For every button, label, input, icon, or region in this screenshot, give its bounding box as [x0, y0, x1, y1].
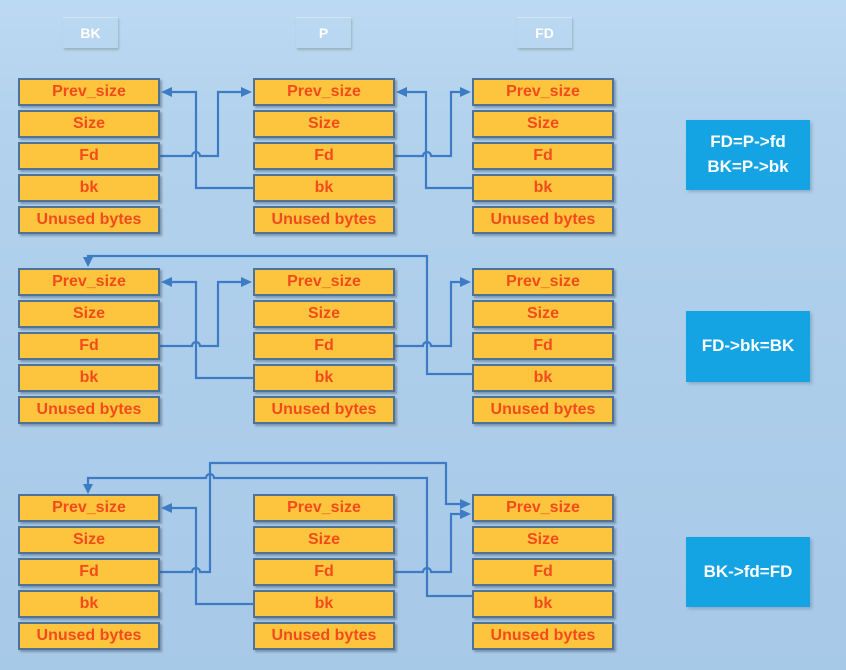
annotation-line: FD->bk=BK [701, 336, 795, 356]
arrow-bk-fd-to-p-row2 [160, 280, 243, 348]
chunk-cell-size: Size [472, 300, 614, 328]
pointer-label-p: P [296, 17, 351, 48]
arrow-p-bk-to-bk-row2-head [161, 277, 172, 287]
chunk-cell-bk: bk [18, 174, 160, 202]
chunk-cell-unusedbytes: Unused bytes [18, 396, 160, 424]
arrow-p-bk-to-bk-row1 [170, 90, 253, 190]
arrow-p-fd-to-fd-row2 [395, 280, 462, 348]
annotation-line: BK->fd=FD [703, 561, 793, 581]
chunk-cell-fd: Fd [472, 332, 614, 360]
chunk-cell-unusedbytes: Unused bytes [253, 622, 395, 650]
chunk-cell-prevsize: Prev_size [18, 78, 160, 106]
chunk-cell-size: Size [253, 110, 395, 138]
arrow-bk-fd-to-p-row1-head [241, 87, 252, 97]
chunk-cell-prevsize: Prev_size [18, 494, 160, 522]
chunk-cell-unusedbytes: Unused bytes [253, 206, 395, 234]
annotation-line: BK=P->bk [707, 157, 789, 176]
chunk-cell-unusedbytes: Unused bytes [18, 206, 160, 234]
chunk-cell-size: Size [253, 526, 395, 554]
chunk-cell-fd: Fd [18, 142, 160, 170]
chunk-cell-size: Size [18, 526, 160, 554]
chunk-cell-bk: bk [472, 174, 614, 202]
arrow-bk-fd-to-p-row2-head [241, 277, 252, 287]
arrow-p-fd-to-fd-row1 [395, 90, 462, 158]
chunk-cell-fd: Fd [253, 142, 395, 170]
arrow-fd-bk-to-bk-row3-head [83, 484, 93, 494]
chunk-cell-prevsize: Prev_size [472, 78, 614, 106]
chunk-cell-unusedbytes: Unused bytes [253, 396, 395, 424]
annotation-line: FD=P->fd [710, 132, 786, 152]
chunk-cell-bk: bk [18, 590, 160, 618]
arrow-fd-bk-to-p-row1-head [396, 87, 407, 97]
chunk-cell-size: Size [472, 110, 614, 138]
chunk-cell-unusedbytes: Unused bytes [472, 622, 614, 650]
arrow-p-bk-to-bk-row3-head [161, 503, 172, 513]
chunk-cell-fd: Fd [18, 558, 160, 586]
chunk-cell-prevsize: Prev_size [472, 494, 614, 522]
pointer-label-fd: FD [517, 17, 572, 48]
arrow-p-bk-to-bk-row2 [170, 280, 253, 380]
chunk-cell-fd: Fd [472, 558, 614, 586]
annotation-fd-to-bkbk: FD->bk=BK [686, 311, 810, 382]
chunk-cell-bk: bk [253, 364, 395, 392]
chunk-cell-fd: Fd [472, 142, 614, 170]
chunk-cell-fd: Fd [253, 558, 395, 586]
chunk-cell-bk: bk [253, 590, 395, 618]
chunk-cell-fd: Fd [253, 332, 395, 360]
chunk-cell-size: Size [472, 526, 614, 554]
chunk-cell-unusedbytes: Unused bytes [472, 206, 614, 234]
arrow-bk-fd-to-p-row1 [160, 90, 243, 158]
chunk-cell-size: Size [253, 300, 395, 328]
arrow-fd-bk-to-p-row1 [405, 90, 472, 190]
chunk-cell-bk: bk [253, 174, 395, 202]
arrow-fd-bk-to-bk-row2-head [83, 257, 93, 267]
chunk-cell-bk: bk [472, 590, 614, 618]
chunk-cell-prevsize: Prev_size [253, 268, 395, 296]
arrow-p-fd-to-fd-row2-head [460, 277, 471, 287]
chunk-cell-prevsize: Prev_size [18, 268, 160, 296]
chunk-cell-bk: bk [472, 364, 614, 392]
chunk-cell-unusedbytes: Unused bytes [472, 396, 614, 424]
arrow-bk-fd-to-fd-row3-head [460, 499, 471, 509]
chunk-cell-unusedbytes: Unused bytes [18, 622, 160, 650]
chunk-cell-bk: bk [18, 364, 160, 392]
chunk-cell-size: Size [18, 300, 160, 328]
chunk-cell-prevsize: Prev_size [253, 78, 395, 106]
annotation-bk-to-fdfd: BK->fd=FD [686, 537, 810, 607]
arrow-p-bk-to-bk-row1-head [161, 87, 172, 97]
arrow-p-fd-to-fd-row3 [395, 512, 462, 574]
pointer-label-bk: BK [63, 17, 118, 48]
arrow-p-fd-to-fd-row1-head [460, 87, 471, 97]
arrow-p-fd-to-fd-row3-head [460, 509, 471, 519]
chunk-cell-prevsize: Prev_size [472, 268, 614, 296]
chunk-cell-fd: Fd [18, 332, 160, 360]
chunk-cell-size: Size [18, 110, 160, 138]
arrow-p-bk-to-bk-row3 [170, 506, 253, 606]
chunk-cell-prevsize: Prev_size [253, 494, 395, 522]
